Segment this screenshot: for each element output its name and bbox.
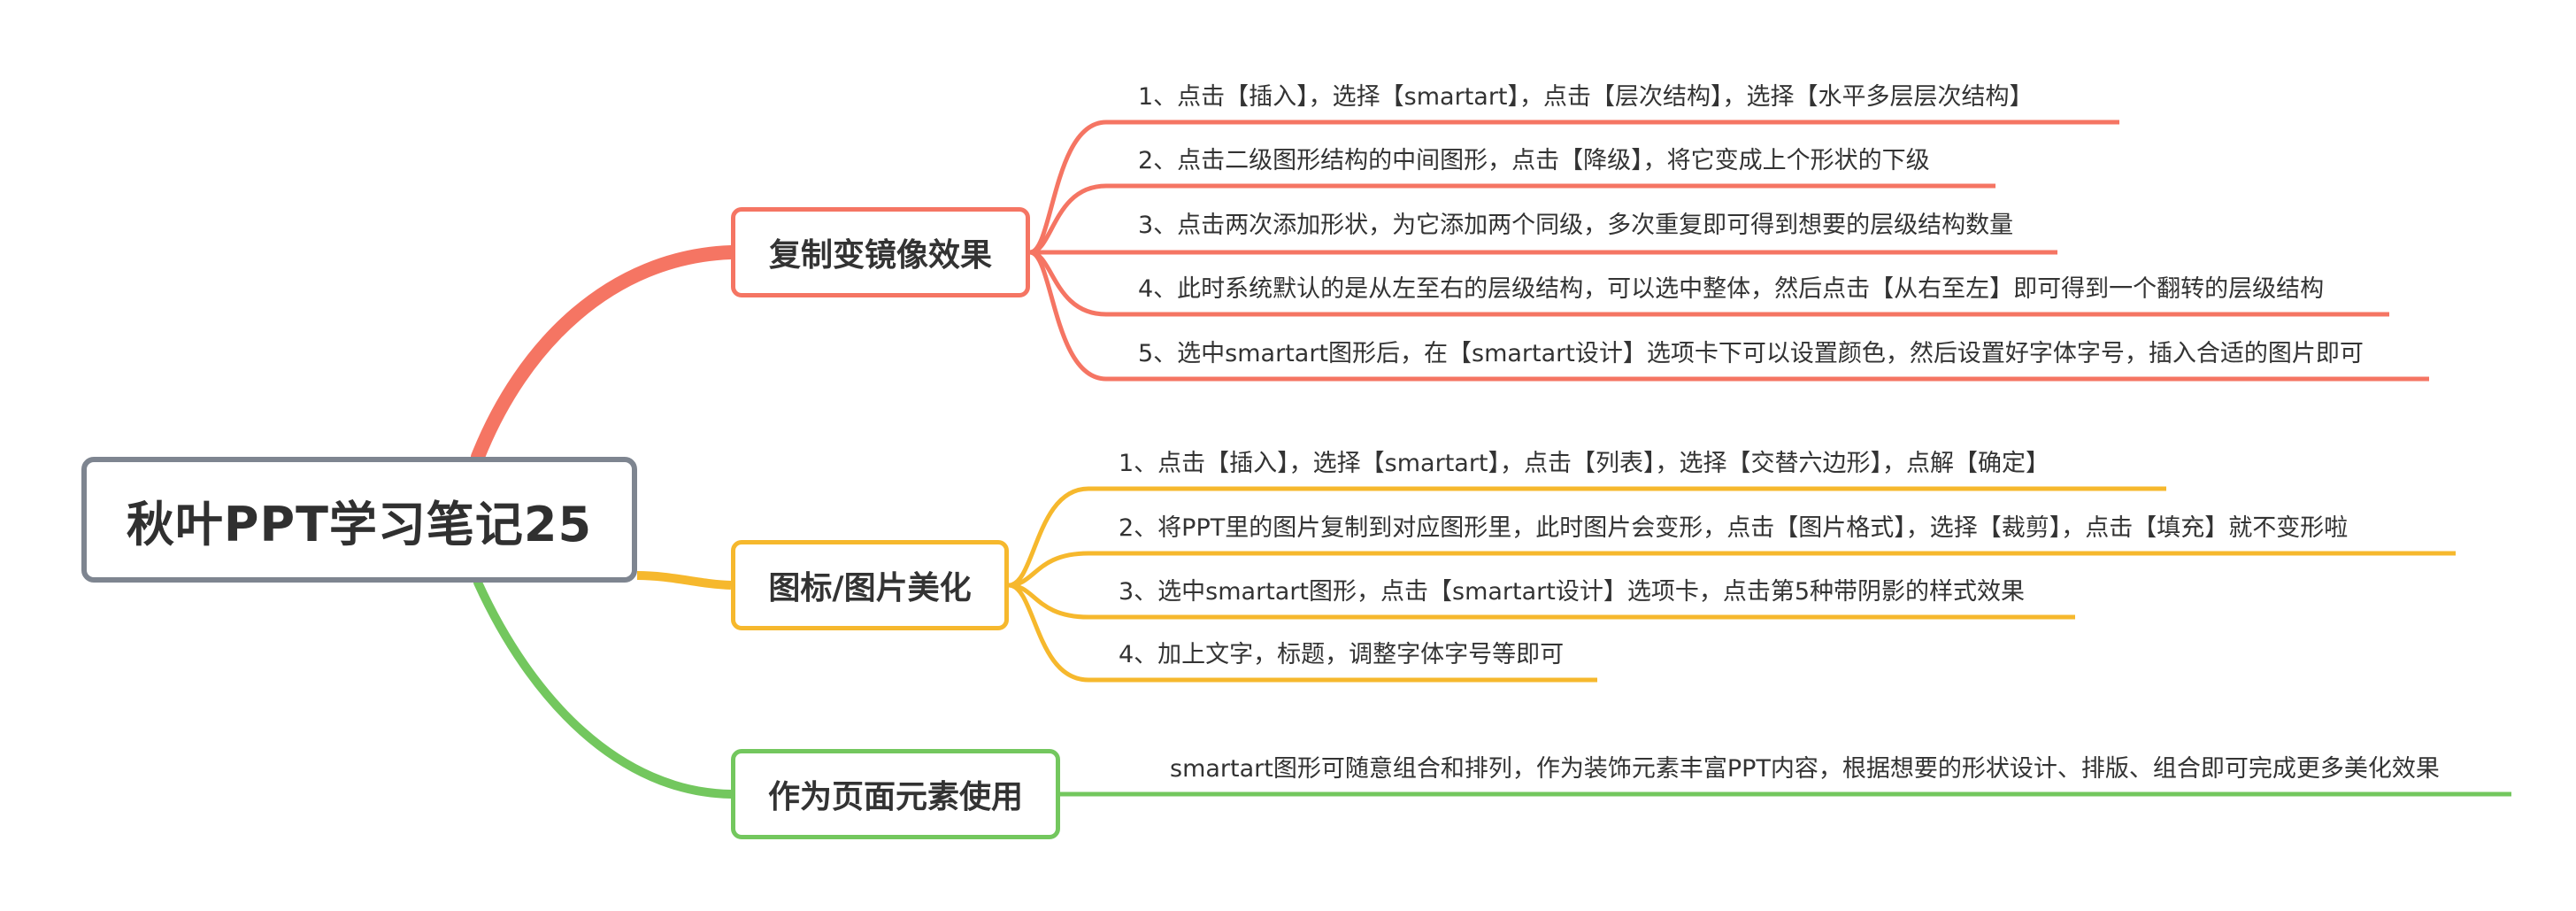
branch-topic-icon-image[interactable]: 图标/图片美化 (731, 540, 1009, 630)
branch1-leaf5-link (1029, 250, 2429, 382)
branch2-leaf-3[interactable]: 3、选中smartart图形，点击【smartart设计】选项卡，点击第5种带阴… (1119, 578, 2026, 606)
branch2-leaf4-link (1008, 583, 1597, 683)
branch1-leaf-4[interactable]: 4、此时系统默认的是从左至右的层级结构，可以选中整体，然后点击【从右至左】即可得… (1138, 275, 2325, 303)
branch2-leaf-2[interactable]: 2、将PPT里的图片复制到对应图形里，此时图片会变形，点击【图片格式】，选择【裁… (1119, 514, 2349, 542)
branch2-leaf2-link (1008, 551, 2456, 588)
root-to-branch2-link (636, 571, 732, 590)
branch1-leaf-1[interactable]: 1、点击【插入】，选择【smartart】，点击【层次结构】，选择【水平多层层次… (1138, 83, 2034, 111)
branch2-leaf-1[interactable]: 1、点击【插入】，选择【smartart】，点击【列表】，选择【交替六边形】，点… (1119, 450, 2050, 477)
branch1-leaf-3[interactable]: 3、点击两次添加形状，为它添加两个同级，多次重复即可得到想要的层级结构数量 (1138, 212, 2014, 239)
branch3-leaf-1[interactable]: smartart图形可随意组合和排列，作为装饰元素丰富PPT内容，根据想要的形状… (1170, 755, 2440, 783)
root-to-branch1-link (471, 245, 738, 464)
branch2-leaf1-link (1008, 486, 2166, 588)
root-to-branch3-link (473, 578, 735, 799)
branch1-leaf-5[interactable]: 5、选中smartart图形后，在【smartart设计】选项卡下可以设置颜色，… (1138, 340, 2364, 367)
branch1-leaf1-link (1029, 120, 2119, 255)
branch-topic-page-element[interactable]: 作为页面元素使用 (731, 749, 1060, 839)
branch1-leaf2-link (1029, 183, 1995, 255)
branch2-leaf-4[interactable]: 4、加上文字，标题，调整字体字号等即可 (1119, 641, 1565, 668)
root-topic[interactable]: 秋叶PPT学习笔记25 (81, 457, 637, 583)
branch-topic-mirror-effect[interactable]: 复制变镜像效果 (731, 207, 1030, 297)
branch1-leaf-2[interactable]: 2、点击二级图形结构的中间图形，点击【降级】，将它变成上个形状的下级 (1138, 147, 1930, 174)
